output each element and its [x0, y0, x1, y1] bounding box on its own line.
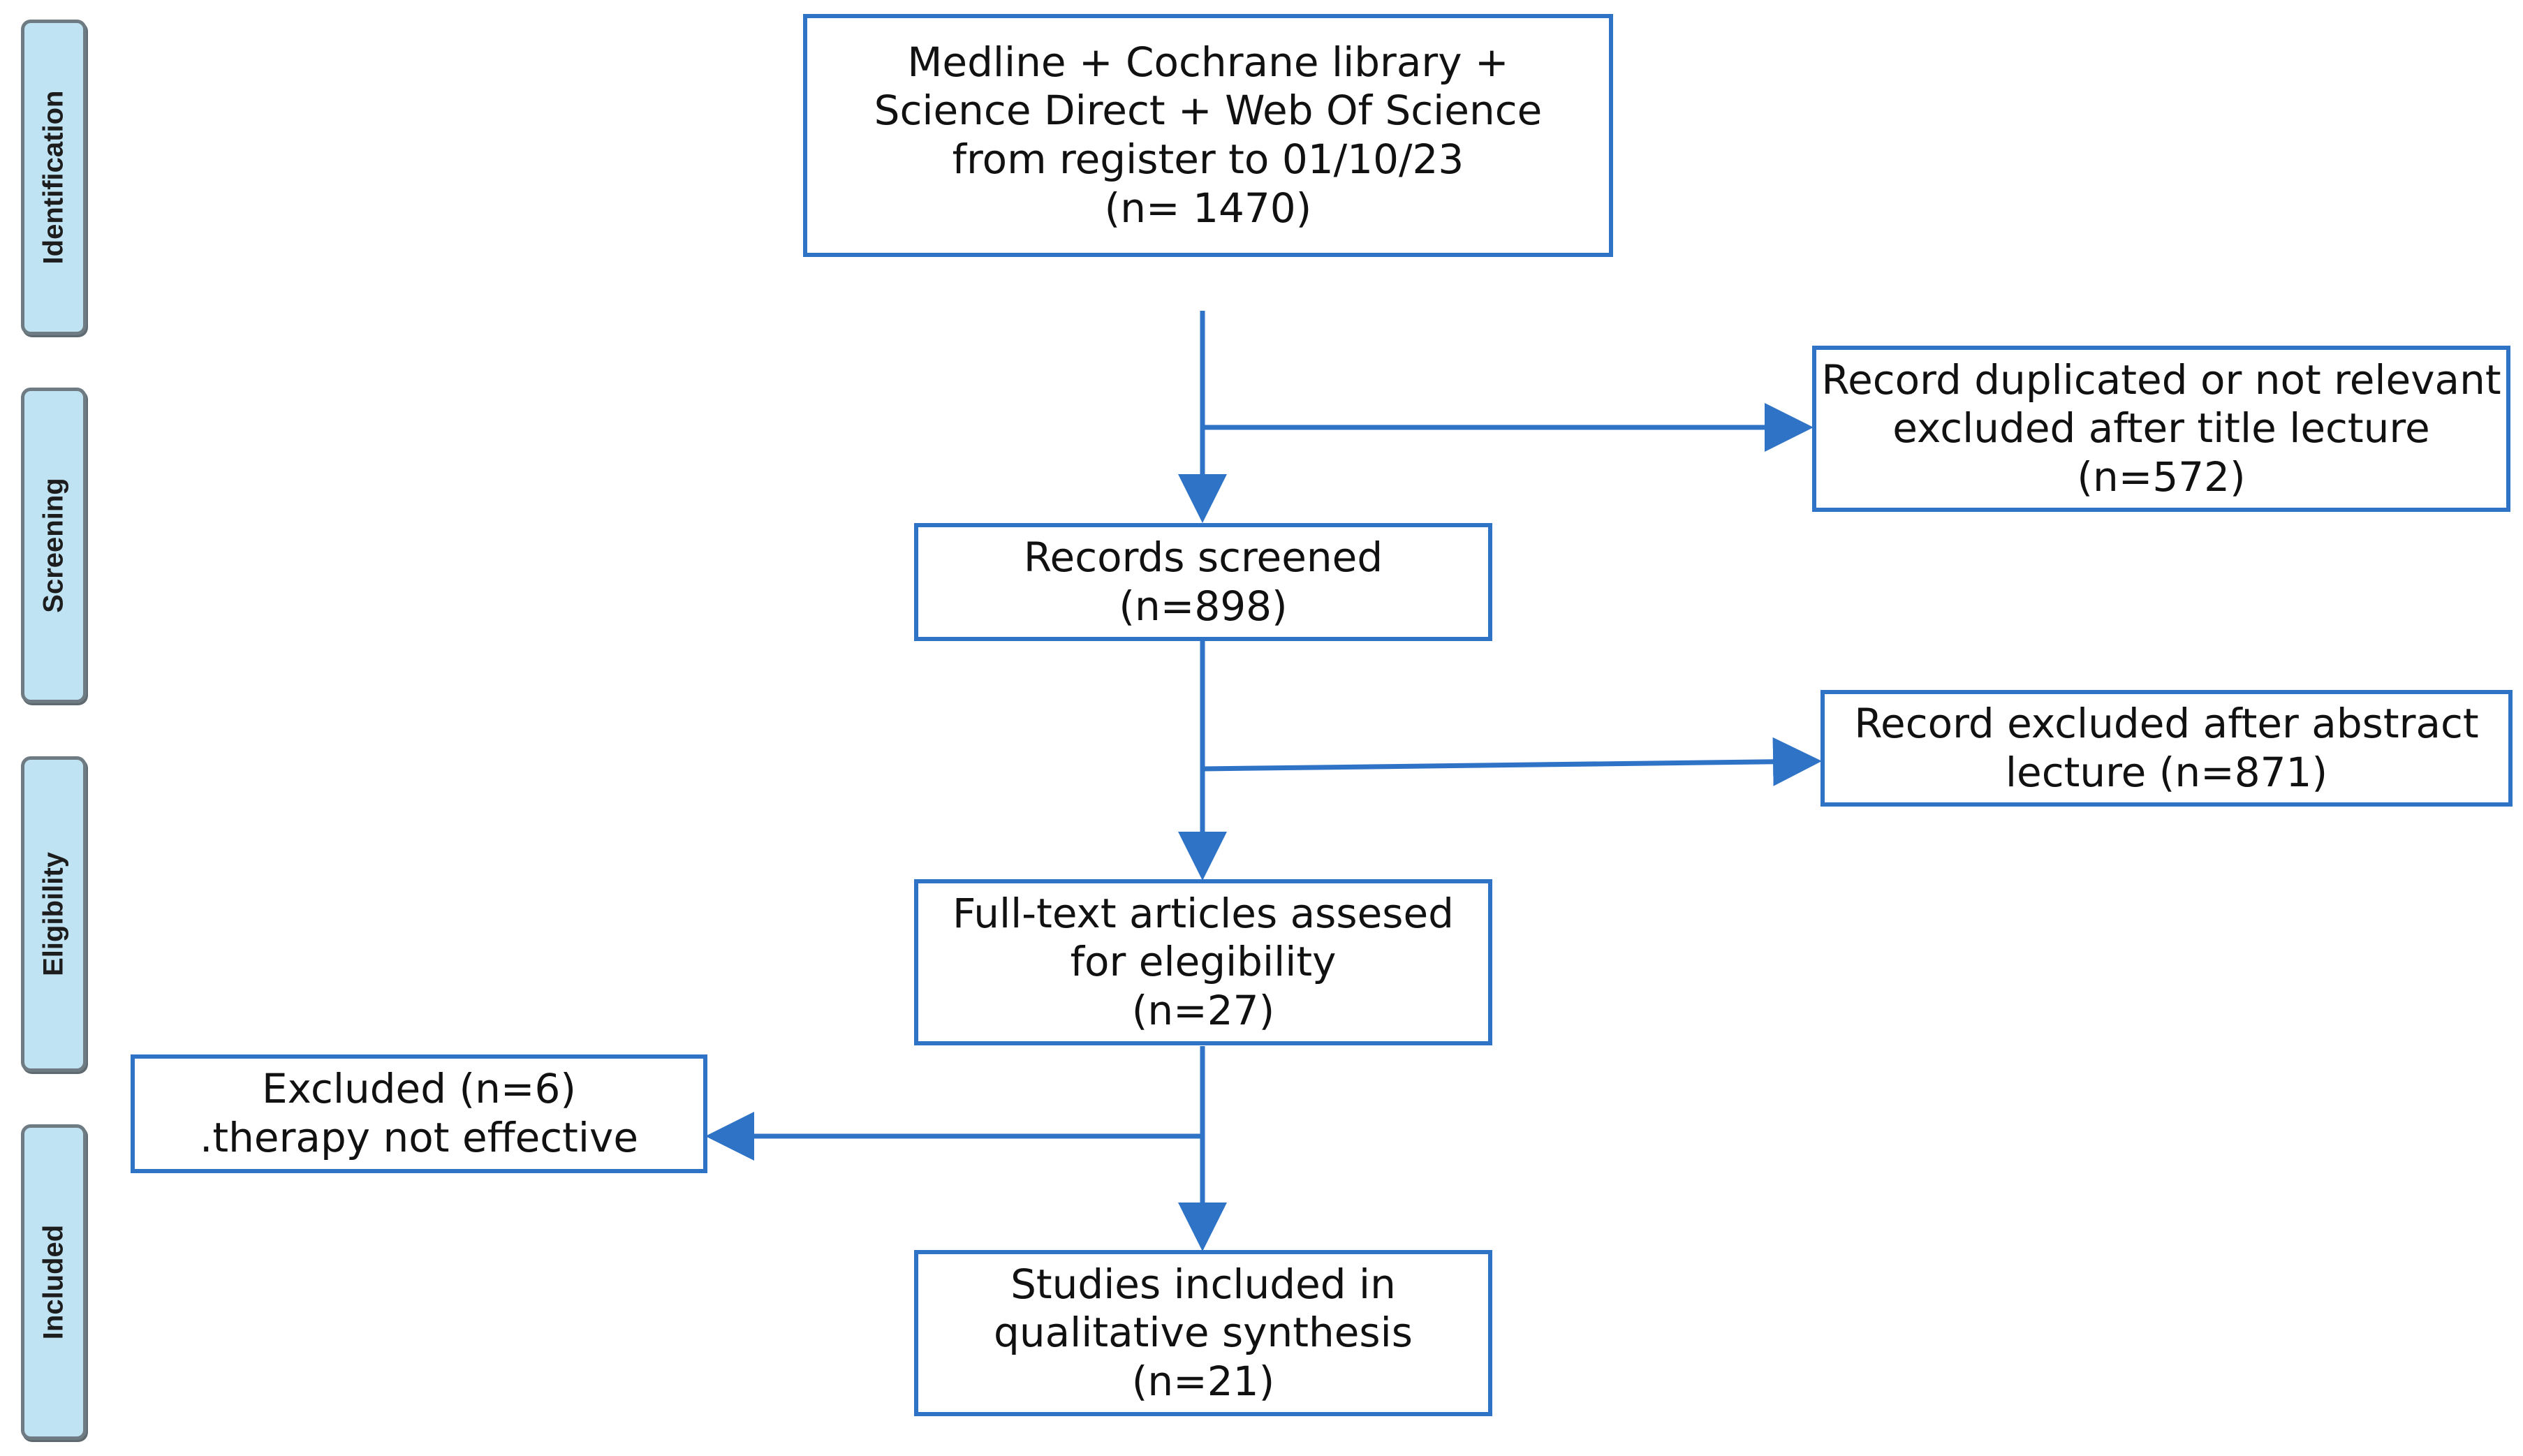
excluded-title-box: Record duplicated or not relevant exclud… — [1812, 346, 2510, 512]
excluded-abstract-box: Record excluded after abstract lecture (… — [1820, 690, 2513, 807]
identification-box-text: Medline + Cochrane library + Science Dir… — [874, 38, 1543, 232]
identification-box: Medline + Cochrane library + Science Dir… — [803, 14, 1613, 257]
fulltext-box-text: Full-text articles assesed for elegibili… — [952, 889, 1454, 1034]
arrow-to-excluded-abstract — [1202, 737, 1822, 786]
included-box-text: Studies included in qualitative synthesi… — [994, 1260, 1413, 1405]
fulltext-box: Full-text articles assesed for elegibili… — [914, 879, 1492, 1045]
screened-box: Records screened (n=898) — [914, 523, 1492, 641]
phase-screening: Screening — [21, 388, 87, 703]
excluded-fulltext-box: Excluded (n=6) .therapy not effective — [131, 1054, 707, 1173]
included-box: Studies included in qualitative synthesi… — [914, 1250, 1492, 1416]
phase-eligibility: Eligibility — [21, 756, 87, 1072]
excluded-abstract-box-text: Record excluded after abstract lecture (… — [1854, 699, 2479, 796]
screened-box-text: Records screened (n=898) — [1023, 533, 1383, 630]
excluded-title-box-text: Record duplicated or not relevant exclud… — [1821, 355, 2501, 501]
phase-identification: Identification — [21, 20, 87, 335]
excluded-fulltext-box-text: Excluded (n=6) .therapy not effective — [199, 1065, 639, 1161]
phase-included: Included — [21, 1124, 87, 1440]
